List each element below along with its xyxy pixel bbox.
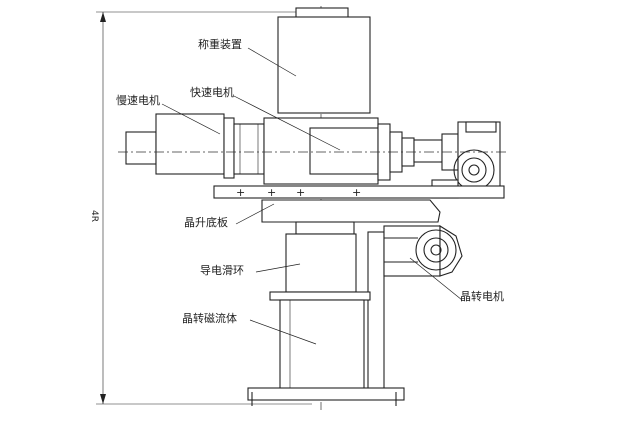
svg-text:+: + (296, 186, 305, 199)
ferrofluid-column (269, 291, 371, 393)
label-weighing-device: 称重装置 (198, 37, 242, 51)
svg-text:+: + (236, 186, 245, 199)
motor-assembly (125, 113, 501, 199)
label-slow-motor: 慢速电机 (116, 93, 160, 107)
lift-base-plate: + + + + (213, 185, 505, 199)
svg-text:+: + (267, 186, 276, 199)
crystal-rotation-motor (367, 225, 463, 393)
bottom-base-plate (247, 387, 405, 406)
part-labels: 称重装置 慢速电机 快速电机 晶升底板 导电滑环 晶转电机 晶转磁流体 (116, 37, 504, 325)
height-dimension-value: 4R (89, 210, 99, 222)
leader-lines (161, 47, 463, 345)
height-dimension: 4R (89, 11, 312, 405)
label-conductive-slip-ring: 导电滑环 (200, 264, 244, 277)
label-crystal-rotation-motor: 晶转电机 (460, 289, 504, 303)
weighing-device (277, 7, 371, 114)
rotation-arm (261, 199, 441, 235)
label-lift-base: 晶升底板 (184, 215, 228, 229)
conductive-slip-ring (285, 233, 357, 293)
svg-text:+: + (352, 186, 361, 199)
label-fast-motor: 快速电机 (190, 85, 234, 99)
label-crystal-rotation-ferrofluid: 晶转磁流体 (182, 311, 237, 325)
